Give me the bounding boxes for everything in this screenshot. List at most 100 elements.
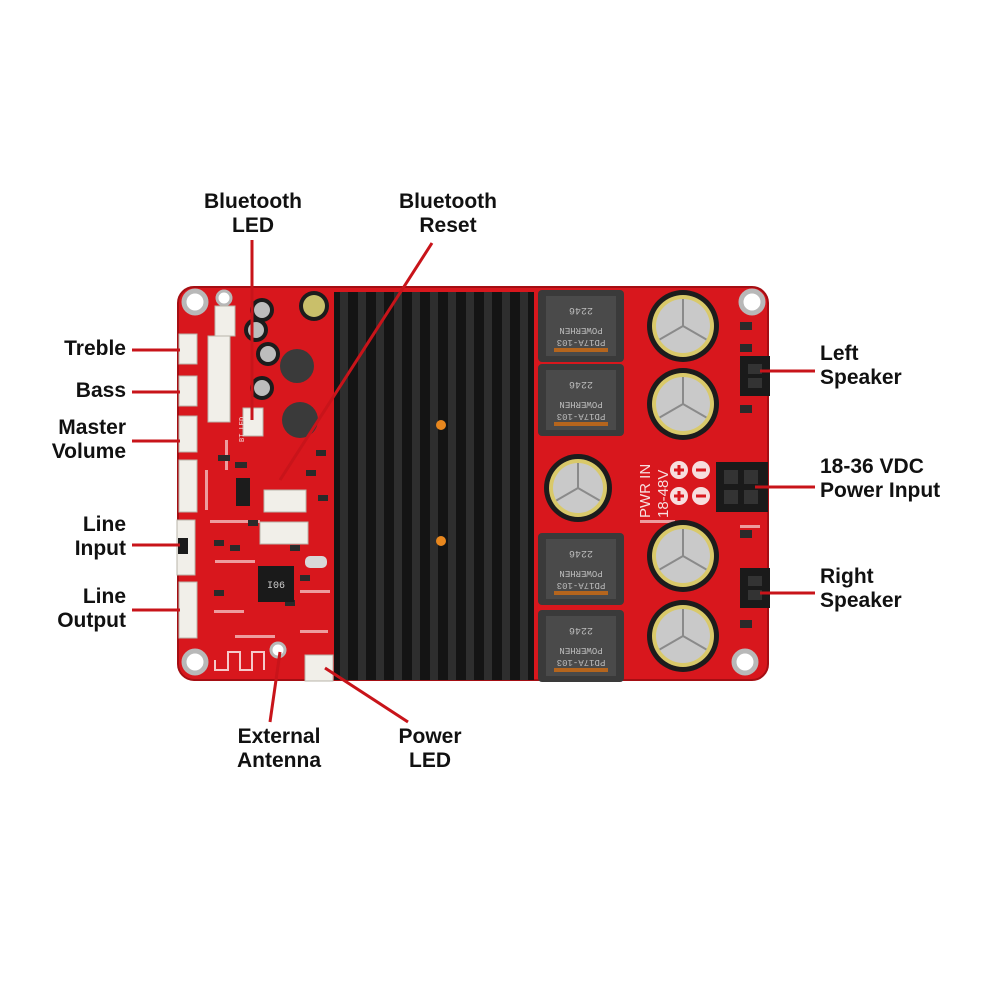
capacitor-vent <box>555 487 579 502</box>
connector-header-long <box>207 335 231 423</box>
capacitor-vent <box>682 403 707 419</box>
power-inductor-window <box>546 539 616 599</box>
left-connectors <box>176 305 334 682</box>
smd-components <box>214 322 752 628</box>
label-external-antenna: External Antenna <box>214 725 344 773</box>
leader-bluetooth-reset <box>278 242 434 481</box>
pwr-in-silkscreen: PWR IN <box>637 464 654 518</box>
label-line: Bluetooth <box>204 190 302 213</box>
mounting-hole-small <box>269 641 287 659</box>
mounting-hole-small <box>215 289 233 307</box>
connector-left-speaker <box>740 356 770 396</box>
label-line: Power Input <box>820 479 941 502</box>
label-line-output: Line Output <box>10 585 126 633</box>
label-line: Output <box>57 609 126 632</box>
connector-aux <box>178 459 198 513</box>
inductor-model: PD17A-103 <box>557 580 606 590</box>
label-line: LED <box>232 214 274 237</box>
antenna-trace <box>214 651 265 671</box>
label-line: Master <box>58 416 126 439</box>
connector-treble <box>178 333 198 365</box>
label-line: Treble <box>64 337 126 360</box>
heatsink-fin <box>430 292 438 680</box>
heatsink-fins <box>340 292 528 680</box>
inductor-brand: POWERHEN <box>559 645 602 655</box>
heatsink-fin <box>466 292 474 680</box>
label-line: Reset <box>419 214 477 237</box>
label-line: Right <box>820 565 874 588</box>
mounting-hole-bottom-right <box>731 648 759 676</box>
label-line: External <box>237 725 321 748</box>
leader-power-led <box>324 666 409 724</box>
heatsink-screw-top <box>436 420 446 430</box>
power-inductor-window <box>546 296 616 356</box>
label-line: Speaker <box>820 589 902 612</box>
connector-line-output <box>178 581 198 639</box>
connector-bluetooth-reset <box>263 489 307 513</box>
capacitor-vent <box>659 403 684 419</box>
capacitor-vent <box>659 635 684 651</box>
label-line-input: Line Input <box>10 513 126 561</box>
capacitor-vent <box>682 325 707 341</box>
inductor-brand: POWERHEN <box>559 568 602 578</box>
mounting-hole-top-right <box>738 288 766 316</box>
inductor-wire <box>554 422 608 426</box>
label-line: Antenna <box>237 749 321 772</box>
power-inductor-window <box>546 616 616 676</box>
label-line: Bass <box>75 379 126 402</box>
mounting-hole-top-left <box>181 288 209 316</box>
mounting-holes <box>181 288 766 676</box>
switch <box>236 478 250 506</box>
label-line: Speaker <box>820 366 902 389</box>
right-connectors <box>716 356 770 608</box>
bluetooth-chip <box>258 566 294 602</box>
label-line: Left <box>820 342 859 365</box>
leader-lines <box>132 240 815 724</box>
small-inductors <box>280 349 318 438</box>
inductor-code: 2246 <box>569 304 593 315</box>
capacitor-vent <box>659 555 684 571</box>
inductor-wire <box>554 668 608 672</box>
heatsink-fin <box>448 292 456 680</box>
connector-master-volume <box>178 415 198 453</box>
inductor-model: PD17A-103 <box>557 411 606 421</box>
connector-bass <box>178 375 198 407</box>
heatsink-fin <box>358 292 366 680</box>
heatsink-fin <box>412 292 420 680</box>
heatsink-fin <box>502 292 510 680</box>
power-inductors: 2246POWERHENPD17A-1032246POWERHENPD17A-1… <box>538 290 624 682</box>
label-line: Line <box>82 585 126 608</box>
heatsink-fin <box>394 292 402 680</box>
inductor-code: 2246 <box>569 378 593 389</box>
capacitor-vent <box>682 635 707 651</box>
connector-right-speaker <box>740 568 770 608</box>
label-master-volume: Master Volume <box>10 416 126 464</box>
polarity-symbols <box>670 461 710 505</box>
large-capacitors <box>544 290 719 672</box>
connector-power-led <box>304 654 334 682</box>
label-left-speaker: Left Speaker <box>820 342 990 390</box>
mounting-hole-bottom-left <box>181 648 209 676</box>
line-input-jack <box>178 538 188 554</box>
heatsink-screw-bottom <box>436 536 446 546</box>
capacitor-vent <box>577 487 601 502</box>
leader-external-antenna <box>268 651 282 723</box>
label-bass: Bass <box>10 379 126 403</box>
inductor-code: 2246 <box>569 624 593 635</box>
label-power-input: 18-36 VDC Power Input <box>820 455 995 503</box>
bt-led-silkscreen: BT LED <box>239 417 247 442</box>
label-line: LED <box>409 749 451 772</box>
label-power-led: Power LED <box>365 725 495 773</box>
inductor-model: PD17A-103 <box>557 337 606 347</box>
crystal <box>305 556 327 568</box>
heatsink-fin <box>376 292 384 680</box>
capacitor-vent <box>659 325 684 341</box>
label-right-speaker: Right Speaker <box>820 565 990 613</box>
inductor-code: 2246 <box>569 547 593 558</box>
heatsink-fin <box>484 292 492 680</box>
voltage-silkscreen: 18-48V <box>655 470 672 518</box>
heatsink-fin <box>520 292 528 680</box>
label-treble: Treble <box>10 337 126 361</box>
